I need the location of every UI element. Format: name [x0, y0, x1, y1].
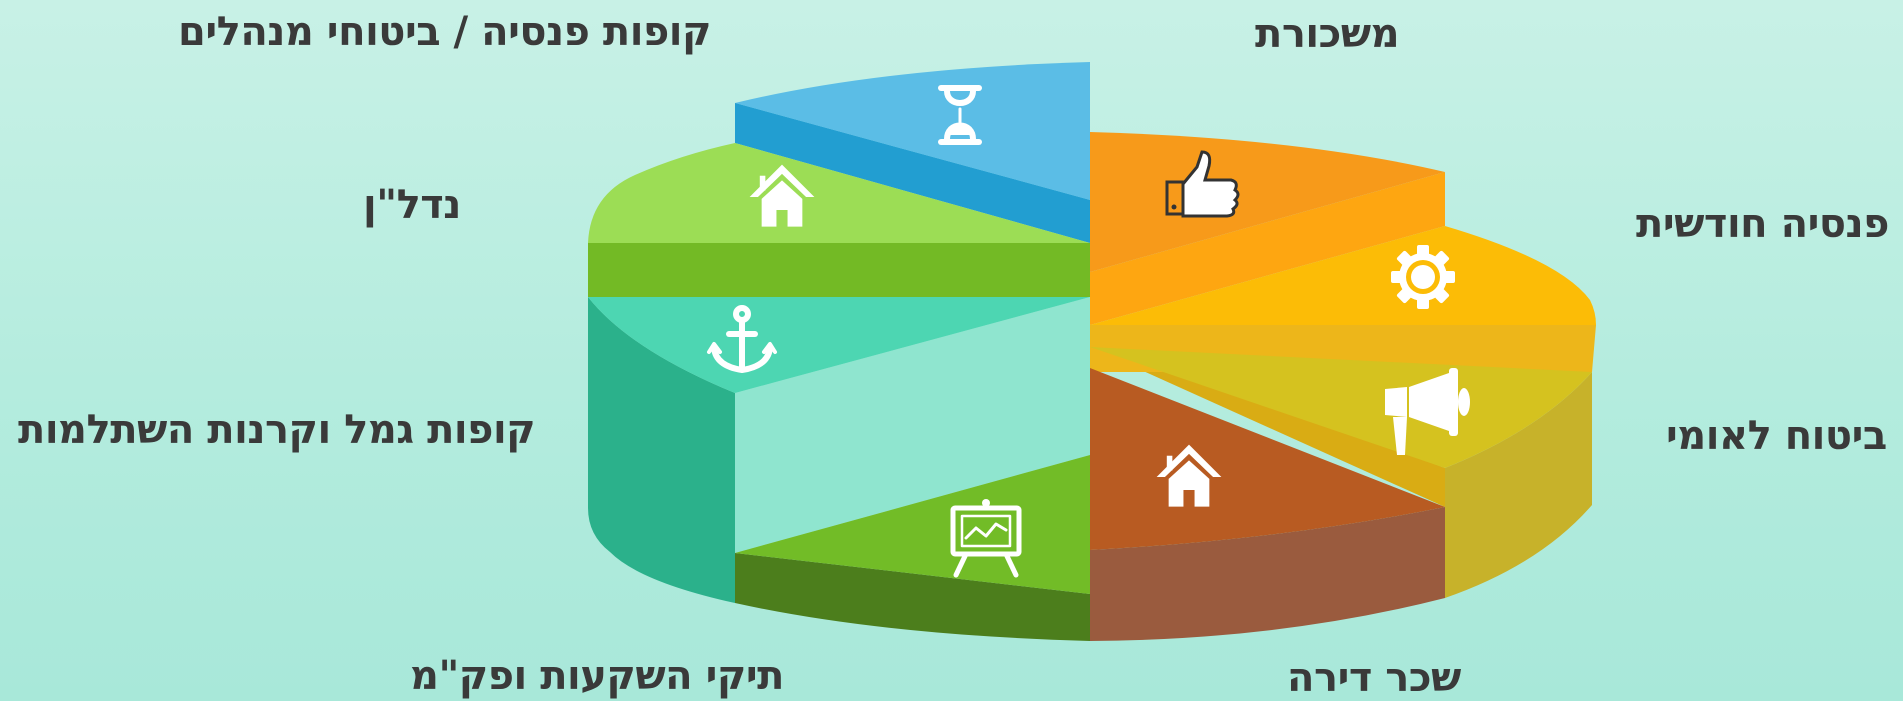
provident-funds-side-outer: [588, 297, 735, 603]
anchor-icon: [707, 305, 777, 373]
national-insurance-side-inner: [1090, 335, 1445, 507]
label-monthly-pension: פנסיה חודשית: [1636, 201, 1889, 247]
rent-side: [1090, 507, 1445, 641]
label-real-estate: נדל"ן: [363, 182, 461, 228]
label-national-insurance: ביטוח לאומי: [1666, 413, 1887, 459]
provident-funds-top: [588, 297, 1090, 393]
pension-funds-side-front: [735, 103, 1090, 243]
commission-side: [1090, 172, 1445, 325]
presentation-chart-icon: [950, 499, 1022, 578]
label-pension-funds: קופות פנסיה / ביטוחי מנהלים: [178, 9, 711, 55]
national-insurance-side-outer: [1445, 372, 1592, 598]
megaphone-icon: [1385, 368, 1470, 455]
national-insurance-top: [1090, 347, 1592, 468]
investment-portfolios-top: [735, 455, 1090, 594]
provident-funds-side-inner: [735, 297, 1090, 553]
thumbs-up-icon: [1165, 150, 1240, 218]
commission-top: [1090, 132, 1445, 272]
label-provident-funds: קופות גמל וקרנות השתלמות: [18, 407, 536, 453]
real-estate-side: [588, 243, 1090, 297]
label-commission: משכורת: [1255, 11, 1400, 57]
investment-portfolios-side: [735, 553, 1090, 641]
hourglass-icon: [938, 85, 982, 145]
label-investment-portfolios: תיקי השקעות ופק"מ: [410, 653, 784, 699]
monthly-pension-top: [1090, 226, 1596, 325]
gear-icon: [1391, 245, 1455, 309]
real-estate-top: [588, 143, 1090, 243]
label-rent: שכר דירה: [1287, 655, 1461, 701]
pension-funds-top: [735, 62, 1090, 200]
